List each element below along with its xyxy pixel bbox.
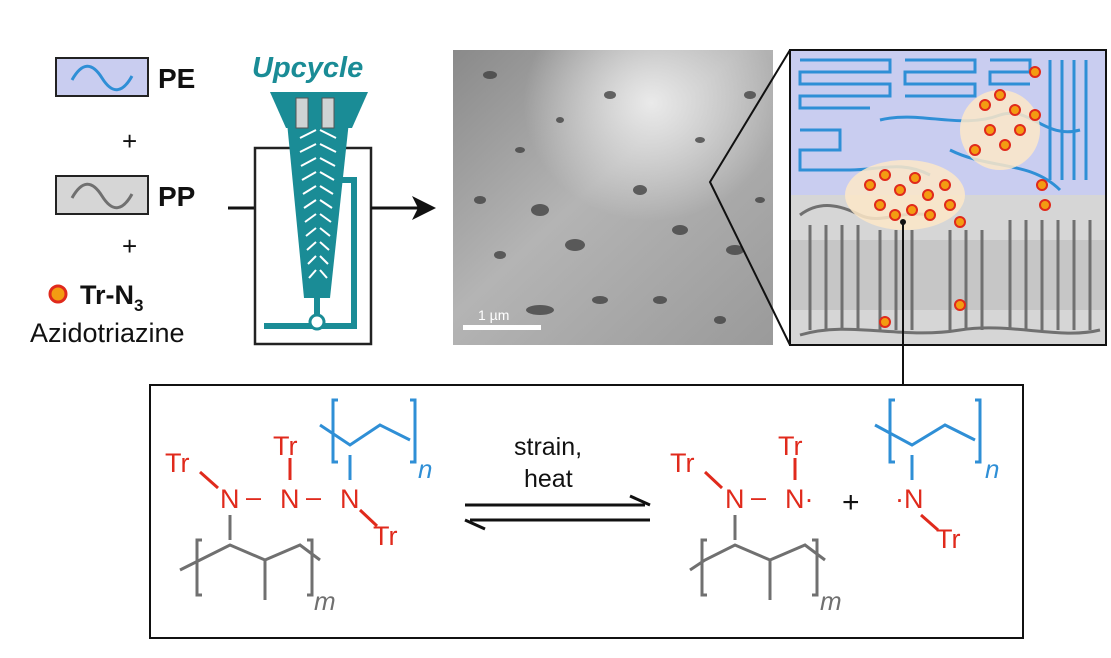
right-tr-bottom: Tr bbox=[936, 524, 960, 554]
right-tr-top-left: Tr bbox=[670, 448, 694, 478]
tem-micrograph: 1 µm bbox=[453, 50, 773, 345]
left-tr-bottom-right: Tr bbox=[373, 521, 397, 551]
conditions-line1: strain, bbox=[514, 433, 582, 461]
right-dash: – bbox=[751, 482, 766, 512]
upcycle-title: Upcycle bbox=[252, 52, 363, 84]
left-dash2: – bbox=[306, 482, 321, 512]
pe-wave-icon bbox=[70, 64, 134, 92]
left-subscript-m: m bbox=[314, 586, 336, 616]
plus-sign: + bbox=[122, 231, 137, 261]
plus-sign: + bbox=[122, 126, 137, 156]
radical-n: ·N bbox=[895, 484, 924, 514]
right-subscript-n: n bbox=[985, 454, 999, 484]
valve bbox=[308, 313, 326, 331]
left-n3: N bbox=[340, 484, 360, 514]
conditions-line2: heat bbox=[524, 465, 573, 493]
right-structure-bonds bbox=[689, 398, 982, 600]
scale-bar bbox=[463, 325, 541, 330]
morphology-frame bbox=[789, 49, 1107, 346]
callout-dot bbox=[900, 219, 906, 225]
extruder-diagram: Upcycle bbox=[228, 52, 436, 346]
morphology-schematic bbox=[789, 49, 1107, 385]
tr-label: Tr-N3 bbox=[80, 280, 143, 315]
micrograph-particles bbox=[474, 71, 765, 324]
right-n2-radical: N· bbox=[785, 484, 814, 514]
pp-wave-icon bbox=[70, 182, 134, 210]
left-tr-top-mid: Tr bbox=[273, 431, 297, 461]
zoom-wedge bbox=[708, 49, 791, 346]
tr-groups bbox=[864, 66, 1051, 328]
left-dash1: – bbox=[246, 482, 261, 512]
left-n2: N bbox=[280, 484, 300, 514]
equilibrium-arrows bbox=[464, 494, 651, 531]
left-subscript-n: n bbox=[418, 454, 432, 484]
plus-sign: + bbox=[842, 486, 860, 519]
left-n1: N bbox=[220, 484, 240, 514]
interface-cluster bbox=[960, 90, 1040, 170]
scale-bar-label: 1 µm bbox=[478, 307, 509, 323]
azidotriazine-label: Azidotriazine bbox=[30, 318, 185, 348]
interface-cluster bbox=[845, 160, 965, 230]
barrel bbox=[286, 112, 350, 298]
output-arrowhead bbox=[412, 196, 436, 220]
right-tr-top-mid: Tr bbox=[778, 431, 802, 461]
left-structure-bonds bbox=[179, 398, 417, 600]
twin-screw bbox=[295, 97, 337, 279]
legend: PE + PP + Tr-N3 Azidotriazine bbox=[30, 57, 195, 348]
pp-label: PP bbox=[158, 181, 195, 212]
right-n1: N bbox=[725, 484, 745, 514]
right-subscript-m: m bbox=[820, 586, 842, 616]
left-tr-top-left: Tr bbox=[165, 448, 189, 478]
pe-label: PE bbox=[158, 63, 195, 94]
mechanism-panel: Tr Tr N – N – N Tr n m strain, heat bbox=[149, 384, 1024, 639]
tr-circle-icon bbox=[48, 284, 68, 304]
